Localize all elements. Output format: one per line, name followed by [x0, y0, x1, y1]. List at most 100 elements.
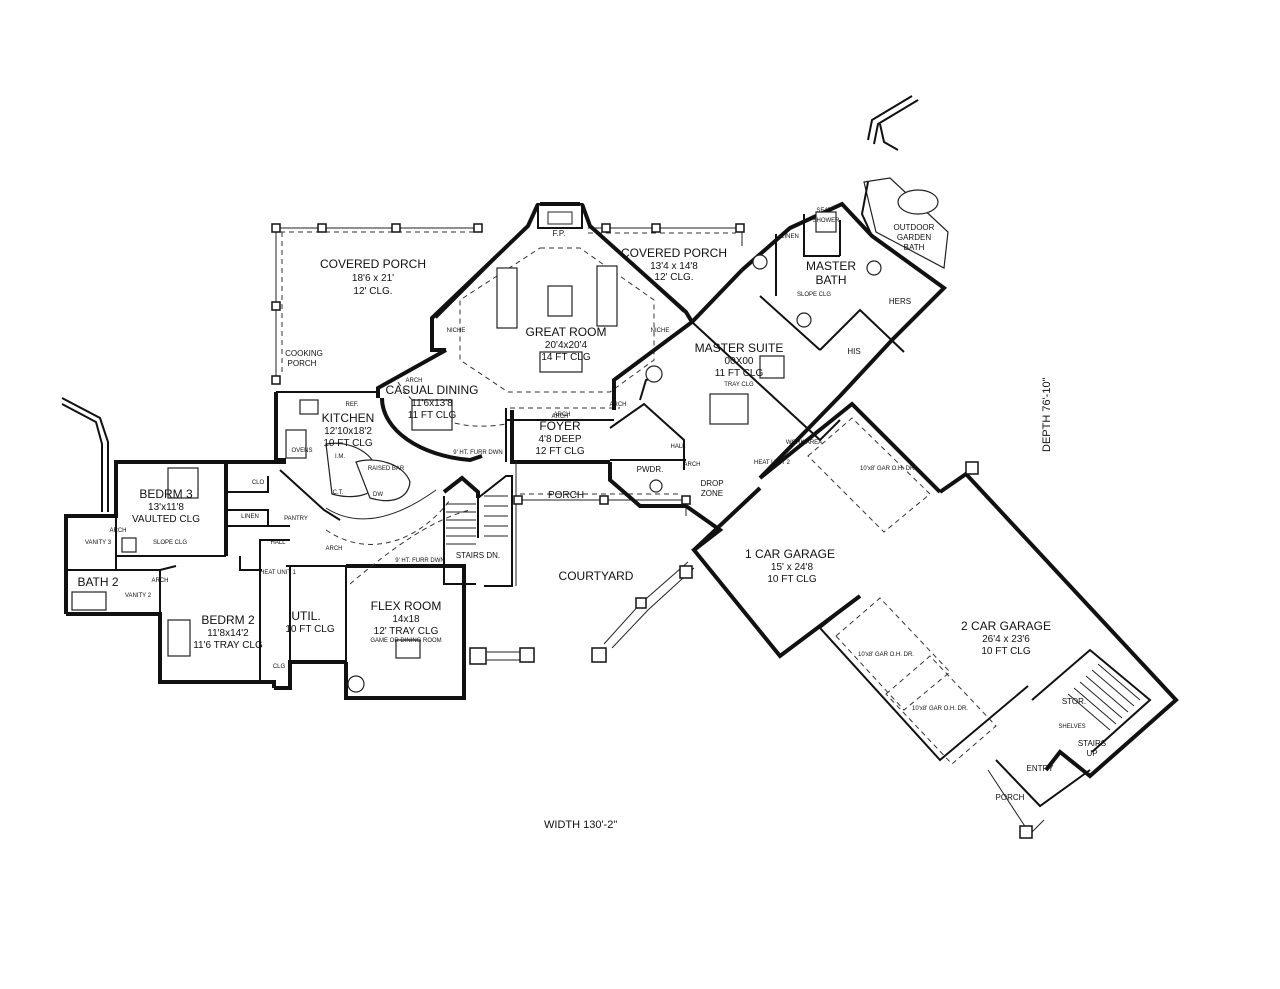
arch-hall-right-label: ARCH — [609, 402, 626, 408]
clo-label: CLO — [252, 480, 265, 486]
garage-2-name: 2 CAR GARAGE — [961, 619, 1051, 633]
garden-bath-line2: GARDEN — [897, 233, 931, 242]
arch-bath-label: ARCH — [109, 528, 126, 534]
great-room-size: 20'4x20'4 — [545, 340, 588, 351]
powder-name: PWDR. — [637, 465, 664, 474]
shelves-label: SHELVES — [1058, 724, 1085, 730]
courtyard-name: COURTYARD — [559, 569, 634, 583]
utility-ceiling: 10 FT CLG — [285, 624, 334, 635]
seat-label: SEAT — [816, 208, 832, 214]
foyer-size: 4'8 DEEP — [538, 434, 581, 445]
cooking-porch-line2: PORCH — [288, 359, 317, 368]
great-room: F.P. GREAT ROOM 20'4x20'4 14 FT CLG NICH… — [430, 202, 694, 393]
entry-name: ENTRY — [1027, 764, 1055, 773]
hall-left-label: HALL — [270, 540, 286, 546]
bedroom-3-ceiling: VAULTED CLG — [132, 514, 200, 525]
kitchen-ceiling: 10 FT CLG — [323, 438, 372, 449]
stairs-down-label: STAIRS DN. — [456, 551, 500, 560]
furr-flex-label: 9' HT. FURR DWN — [395, 558, 444, 564]
garden-bath-line3: BATH — [904, 243, 925, 252]
flex-room-note: GAME OR DINING ROOM — [370, 638, 441, 644]
pantry-label: PANTRY — [284, 516, 308, 522]
raised-bar-label: RAISED BAR — [368, 466, 405, 472]
arch-hall-label: ARCH — [325, 546, 342, 552]
stairs-up-treads — [1067, 663, 1141, 731]
kitchen-size: 12'10x18'2 — [324, 426, 372, 437]
master-suite-note: TRAY CLG — [724, 382, 754, 388]
shower-label: SHOWER — [813, 218, 841, 224]
heat-unit-1-label: HEAT UNIT 1 — [260, 570, 297, 576]
great-room-ceiling: 14 FT CLG — [541, 352, 590, 363]
stairs-down-treads — [446, 503, 476, 545]
garage-1-ceiling: 10 FT CLG — [767, 574, 816, 585]
foyer-ceiling: 12 FT CLG — [535, 446, 584, 457]
his-label: HIS — [847, 347, 860, 356]
casual-dining-size: 11'6x13'8 — [411, 398, 453, 409]
bedroom-3-note: SLOPE CLG — [153, 540, 187, 546]
covered-porch-right-name: COVERED PORCH — [621, 246, 727, 260]
arch-powder-label: ARCH — [683, 462, 700, 468]
covered-porch-left-ceiling: 12' CLG. — [353, 286, 392, 297]
width-dimension: WIDTH 130'-2" — [544, 819, 617, 831]
porch-front-name: PORCH — [548, 490, 584, 501]
great-room-name: GREAT ROOM — [526, 325, 607, 339]
garden-bath-line1: OUTDOOR — [894, 223, 935, 232]
master-suite-size: 00X00 — [725, 356, 754, 367]
hall-right-label: HALL — [670, 444, 686, 450]
master-suite-ceiling: 11 FT CLG — [715, 368, 764, 379]
linen-label: LINEN — [241, 514, 259, 520]
site-walls — [61, 95, 919, 512]
master-bath-note: SLOPE CLG — [797, 292, 831, 298]
covered-porch-right-size: 13'4 x 14'8 — [650, 261, 698, 272]
utility-name: UTIL. — [291, 609, 320, 623]
garage-2-ceiling: 10 FT CLG — [981, 646, 1030, 657]
covered-porch-left: COVERED PORCH 18'6 x 21' 12' CLG. COOKIN… — [271, 223, 483, 385]
depth-dimension: DEPTH 76'-10" — [1041, 377, 1053, 452]
im-label: I.M. — [335, 454, 345, 460]
stairs-up-line2: UP — [1086, 749, 1097, 758]
arch-bed2-label: ARCH — [151, 578, 168, 584]
drop-zone-line2: ZONE — [701, 489, 723, 498]
ovens-label: OVENS — [291, 448, 312, 454]
garage-1-name: 1 CAR GARAGE — [745, 547, 835, 561]
kitchen-dining: CASUAL DINING 11'6x13'8 11 FT CLG KITCHE… — [274, 348, 620, 545]
util-flex: UTIL. 10 FT CLG FLEX ROOM 14x18 12' TRAY… — [285, 509, 607, 700]
flex-room-name: FLEX ROOM — [371, 599, 442, 613]
garage-door-3-label: 10'x8' GAR O.H. DR. — [912, 706, 968, 712]
courtyard: COURTYARD — [559, 561, 695, 649]
porch-garage-name: PORCH — [996, 793, 1025, 802]
stairs-up-line1: STAIRS — [1078, 739, 1106, 748]
master-bath-line2: BATH — [815, 273, 846, 287]
covered-porch-left-size: 18'6 x 21' — [352, 273, 394, 284]
bedroom-2-name: BEDRM 2 — [201, 613, 255, 627]
casual-dining-ceiling: 11 FT CLG — [408, 410, 457, 421]
ref-label: REF. — [345, 402, 358, 408]
dw-label: DW — [373, 492, 383, 498]
arch-master-label: ARCH — [553, 412, 570, 418]
clg-label: CLG — [273, 664, 286, 670]
arch-dining-label: ARCH — [405, 378, 422, 384]
master-bath-line1: MASTER — [806, 259, 856, 273]
master-suite-name: MASTER SUITE — [695, 341, 784, 355]
casual-dining-name: CASUAL DINING — [386, 383, 479, 397]
foyer-name: FOYER — [539, 419, 581, 433]
kitchen-name: KITCHEN — [322, 411, 375, 425]
garage-2-size: 26'4 x 23'6 — [982, 634, 1030, 645]
vanity-3-label: VANITY 3 — [85, 540, 112, 546]
cooking-porch-line1: COOKING — [285, 349, 323, 358]
vanity-2-label: VANITY 2 — [125, 593, 152, 599]
bedroom-3-size: 13'x11'8 — [148, 502, 184, 513]
fireplace-label: F.P. — [553, 229, 566, 238]
covered-porch-left-name: COVERED PORCH — [320, 257, 426, 271]
garages: 1 CAR GARAGE 15' x 24'8 10 FT CLG 2 CAR … — [679, 401, 1179, 839]
garage-door-1-label: 10'x8' GAR O.H. DR. — [860, 466, 916, 472]
master-linen-label: LINEN — [781, 234, 799, 240]
flex-room-size: 14x18 — [392, 614, 420, 625]
garage-1-size: 15' x 24'8 — [771, 562, 814, 573]
foyer-area: FOYER 4'8 DEEP 12 FT CLG PORCH ARCH STAI… — [442, 410, 691, 587]
garage-door-2-label: 10'x8' GAR O.H. DR. — [858, 652, 914, 658]
arch-foyer-label: ARCH — [551, 414, 568, 420]
ct-label: C.T. — [333, 490, 344, 496]
covered-porch-right-ceiling: 12' CLG. — [654, 272, 693, 283]
